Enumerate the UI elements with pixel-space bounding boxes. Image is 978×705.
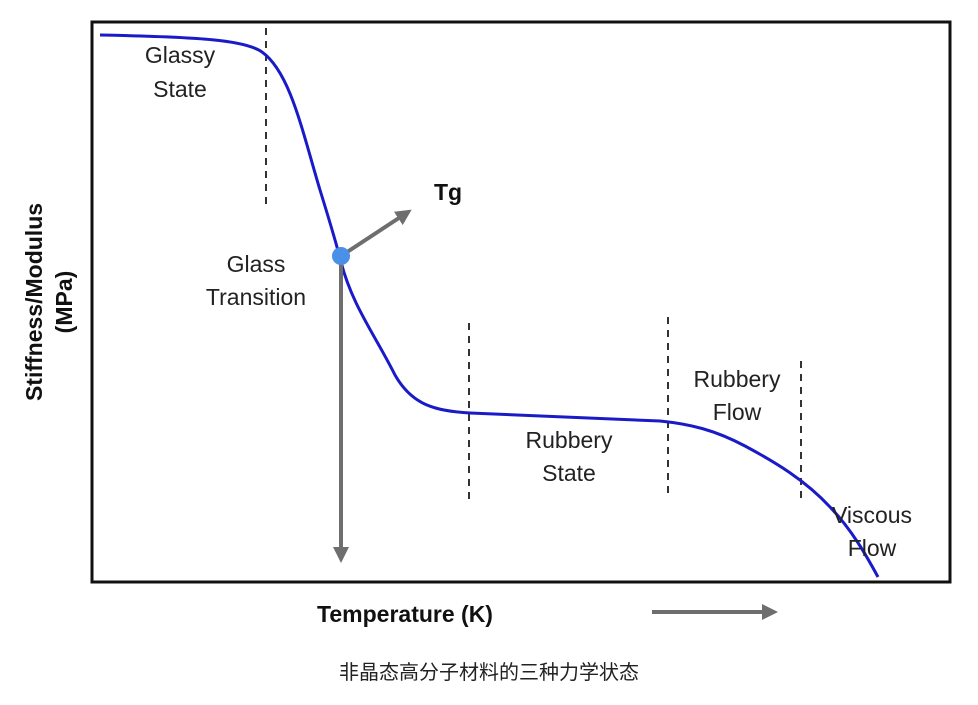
- y-axis-label-line1: Stiffness/Modulus: [21, 203, 47, 401]
- rubbery-flow-label-1: Rubbery: [694, 366, 781, 392]
- x-axis-label: Temperature (K): [317, 601, 493, 627]
- viscous-flow-label-2: Flow: [848, 535, 897, 561]
- plot-frame: [90, 20, 952, 584]
- figure-caption: 非晶态高分子材料的三种力学状态: [339, 660, 639, 684]
- region-dividers: [265, 28, 802, 502]
- rubbery-state-label-2: State: [542, 460, 596, 486]
- rubbery-flow-label-2: Flow: [713, 399, 762, 425]
- viscous-flow-label-1: Viscous: [832, 502, 912, 528]
- tg-label: Tg: [434, 179, 462, 205]
- glassy-state-label-1: Glassy: [145, 42, 216, 68]
- tg-point: [332, 247, 350, 265]
- y-axis-label-line2: (MPa): [51, 271, 77, 334]
- y-axis-label: Stiffness/Modulus (MPa): [21, 203, 77, 401]
- glass-transition-label-1: Glass: [227, 251, 286, 277]
- glassy-state-label-2: State: [153, 76, 207, 102]
- glass-transition-label-2: Transition: [206, 284, 306, 310]
- modulus-curve: [99, 33, 880, 578]
- rubbery-state-label-1: Rubbery: [526, 427, 613, 453]
- tg-pointer-arrow: [339, 209, 412, 258]
